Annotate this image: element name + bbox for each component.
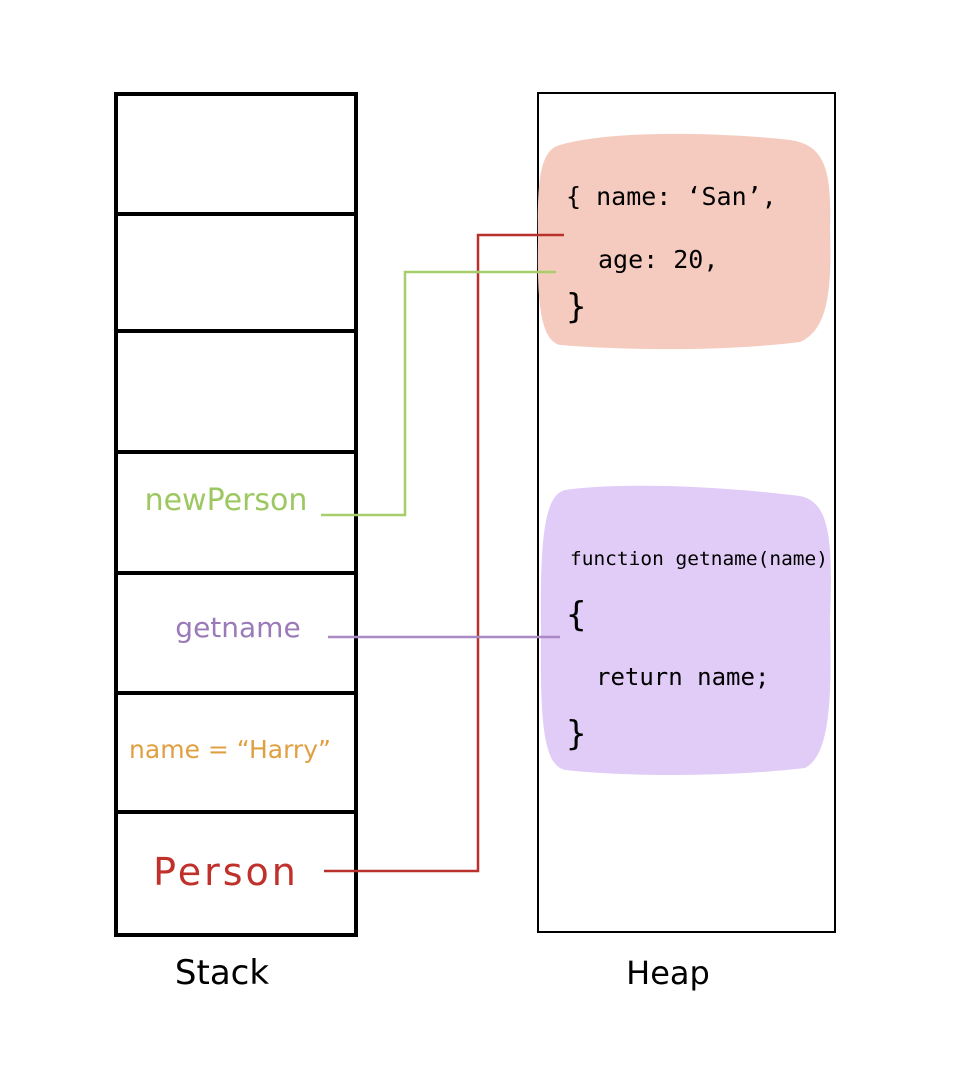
function-line-open-brace: { — [566, 595, 586, 635]
heap: { name: ‘San’, age: 20, } function getna… — [537, 92, 836, 992]
object-line-name: { name: ‘San’, — [566, 182, 777, 211]
heap-caption: Heap — [626, 954, 710, 992]
object-block — [537, 133, 831, 350]
object-line-age: age: 20, — [598, 245, 718, 274]
stack-label-person: Person — [153, 850, 299, 894]
stack-label-name-harry: name = “Harry” — [129, 735, 331, 764]
function-line-close-brace: } — [566, 714, 586, 754]
stack: newPerson getname name = “Harry” Person … — [114, 92, 358, 993]
link-newperson-to-object — [321, 270, 556, 517]
link-person-to-object — [324, 233, 564, 873]
stack-label-newperson: newPerson — [145, 483, 308, 518]
function-block — [540, 485, 831, 775]
links — [321, 233, 564, 873]
stack-label-getname: getname — [175, 611, 300, 644]
function-line-signature: function getname(name) — [570, 548, 828, 570]
stack-caption: Stack — [175, 953, 269, 993]
function-line-return: return name; — [596, 663, 769, 691]
heap-frame — [537, 92, 836, 933]
object-line-close-brace: } — [566, 287, 586, 327]
